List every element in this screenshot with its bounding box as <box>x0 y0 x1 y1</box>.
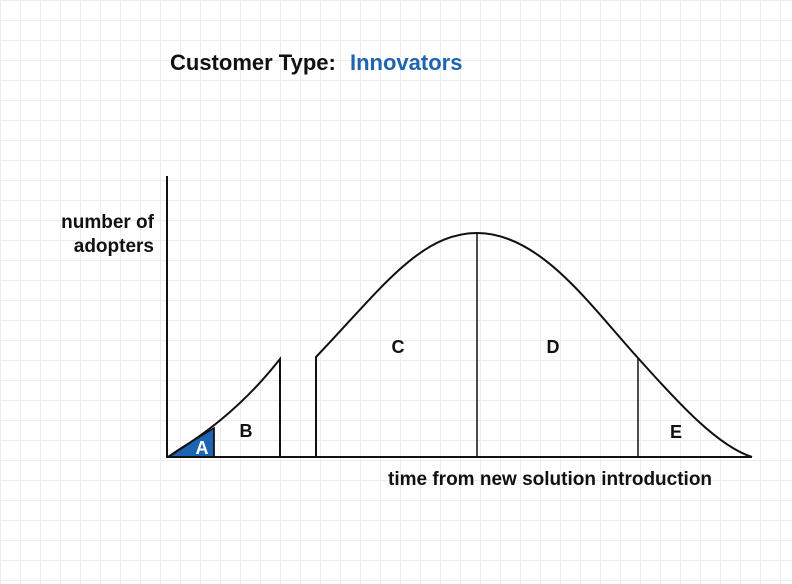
diagram-title: Customer Type: Innovators <box>170 50 462 76</box>
curve-left-piece <box>167 356 281 458</box>
y-axis-label: number of adopters <box>20 211 154 259</box>
title-prefix: Customer Type: <box>170 50 336 75</box>
x-axis-label: time from new solution introduction <box>388 469 713 490</box>
customer-type-value: Innovators <box>349 50 463 75</box>
segment-label-e: E <box>670 422 682 442</box>
segment-label-c: C <box>392 337 405 357</box>
curve-right-piece <box>315 231 753 458</box>
y-axis-label-line-1: number of <box>61 212 154 233</box>
segment-label-b: B <box>240 421 253 441</box>
segment-label-d: D <box>547 337 560 357</box>
segment-label-a: A <box>196 438 209 458</box>
y-axis-label-line-2: adopters <box>73 236 154 257</box>
